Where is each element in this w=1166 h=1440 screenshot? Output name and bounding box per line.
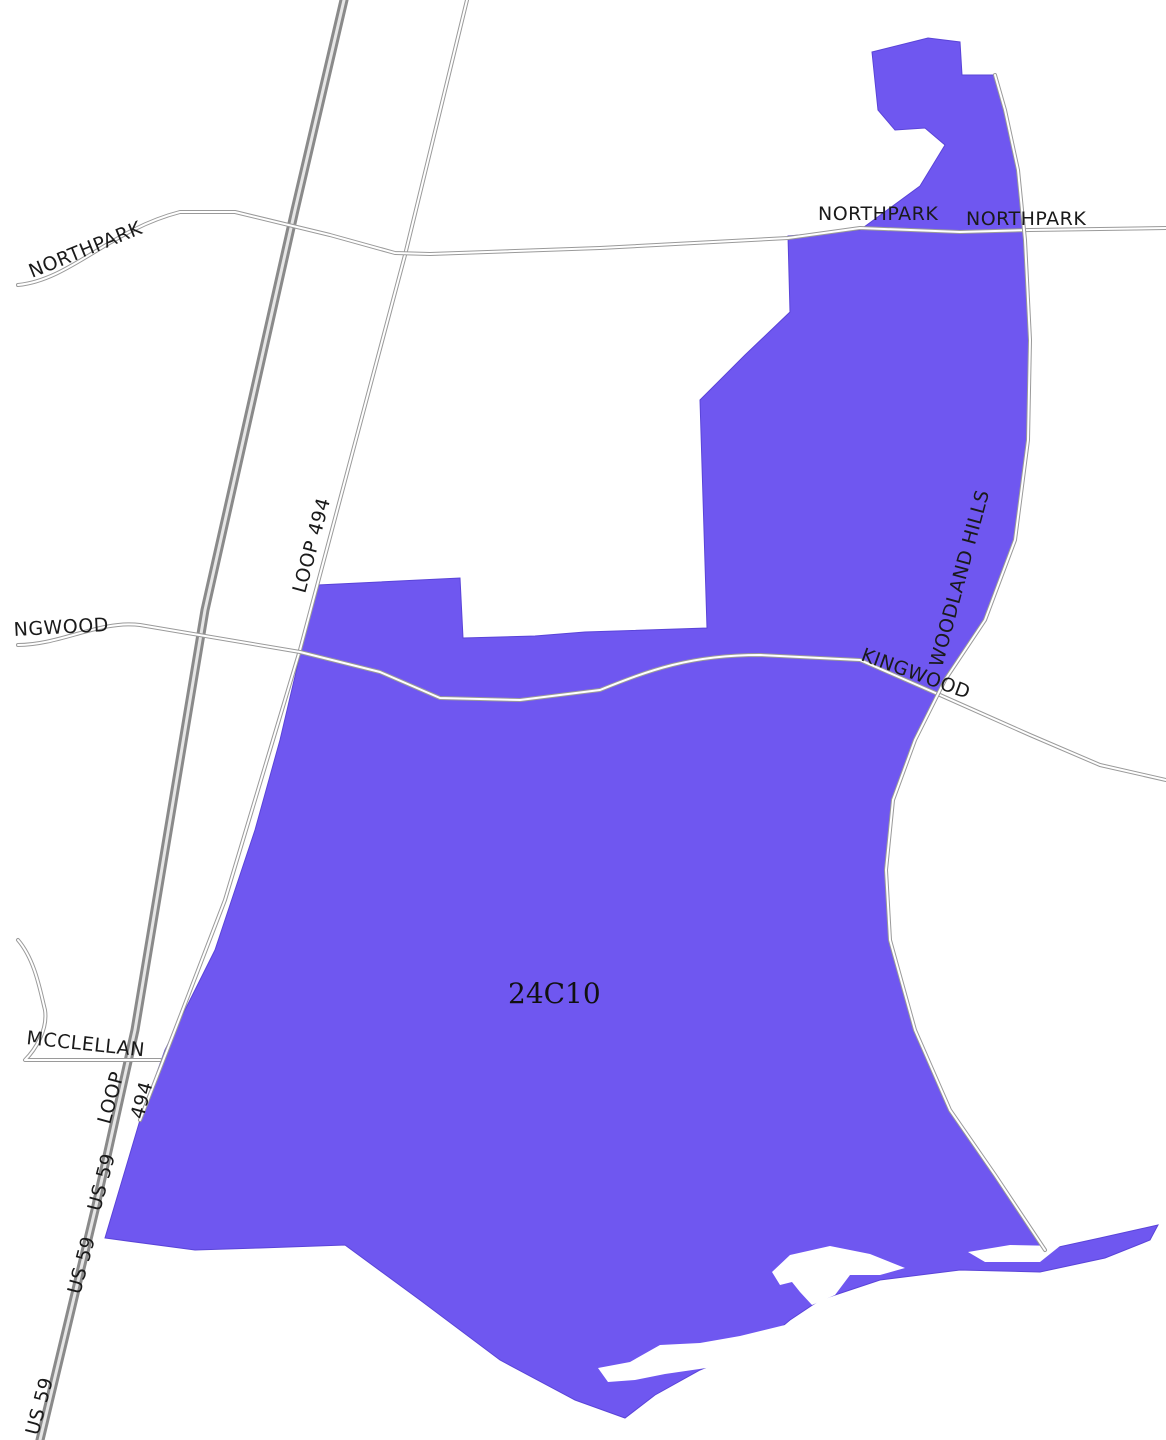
label-kingwood-west: NGWOOD	[13, 614, 109, 641]
kingwood-road-core	[17, 623, 1166, 781]
woodland-hills-road-core	[885, 74, 1046, 1251]
water-cutout-east	[968, 1245, 1060, 1262]
us59-highway-core	[38, 0, 346, 1440]
label-us59-a: US 59	[84, 1151, 120, 1213]
water-cutout-creek	[772, 1246, 905, 1305]
label-mcclellan: MCCLELLAN	[25, 1027, 145, 1061]
label-northpark-mid: NORTHPARK	[818, 203, 938, 225]
label-northpark-west: NORTHPARK	[26, 217, 146, 282]
water-cutout-south	[598, 1325, 785, 1382]
label-northpark-east: NORTHPARK	[966, 208, 1086, 230]
label-us59-b: US 59	[64, 1234, 100, 1296]
mcclellan-road-core	[17, 939, 161, 1061]
district-code-label: 24C10	[508, 977, 601, 1010]
northpark-road-core	[17, 211, 1166, 286]
